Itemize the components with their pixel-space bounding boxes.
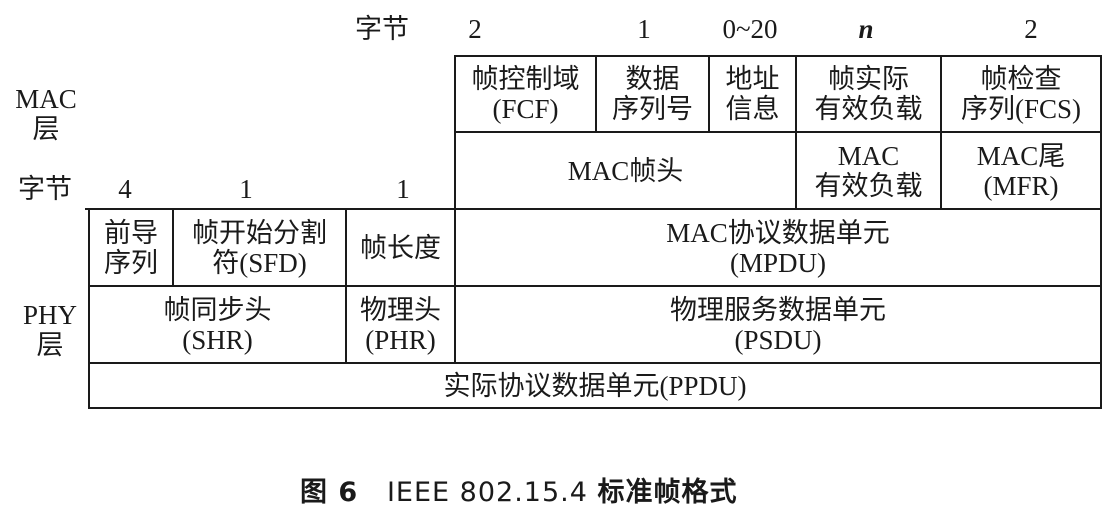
mac-field-address: 地址 信息 [708,55,797,133]
phy-field-length-label: 帧长度 [360,232,441,263]
mac-layer-label: MAC 层 [10,84,82,144]
phy-psdu-group-line2: (PSDU) [734,324,822,355]
mac-footer-group-line1: MAC尾 [976,140,1066,171]
mac-field-address-line2: 信息 [725,94,780,124]
mac-field-fcs: 帧检查 序列(FCS) [940,55,1102,133]
caption-standard: IEEE 802.15.4 [386,477,588,508]
phy-ppdu-label: 实际协议数据单元(PPDU) [443,370,747,401]
mac-field-fcf-line1: 帧控制域 [471,64,580,94]
mac-field-payload-line2: 有效负载 [814,94,923,124]
mac-field-fcf-line2: (FCF) [492,94,559,124]
phy-byte-count-preamble: 4 [118,174,132,204]
phy-byte-count-sfd: 1 [239,174,253,204]
mac-byte-count-payload: n [858,14,874,44]
mac-field-payload: 帧实际 有效负载 [795,55,942,133]
mac-byte-count-addr: 0~20 [722,14,778,44]
mac-field-payload-line1: 帧实际 [828,64,909,94]
phy-byte-count-length: 1 [396,174,410,204]
mac-payload-group-line2: 有效负载 [814,170,923,201]
phy-field-preamble-line1: 前导 [104,217,158,248]
mac-field-seq: 数据 序列号 [595,55,710,133]
phy-field-mpdu: MAC协议数据单元 (MPDU) [454,208,1102,287]
phy-layer-label: PHY 层 [14,300,86,360]
phy-field-length: 帧长度 [345,208,456,287]
caption-prefix: 图 6 [300,477,359,508]
phy-shr-group: 帧同步头 (SHR) [88,285,347,364]
mac-byte-count-seq: 1 [637,14,651,44]
phy-field-sfd-line2: 符(SFD) [212,247,307,278]
mac-byte-count-fcf: 2 [468,14,482,44]
figure-caption: 图 6 IEEE 802.15.4 标准帧格式 [300,470,738,509]
phy-psdu-group: 物理服务数据单元 (PSDU) [454,285,1102,364]
mac-byte-count-fcs: 2 [1024,14,1038,44]
phy-field-preamble-line2: 序列 [104,247,158,278]
caption-title: 标准帧格式 [597,477,738,508]
phy-ppdu: 实际协议数据单元(PPDU) [88,362,1102,409]
phy-phr-group-line1: 物理头 [360,294,441,325]
phy-layer-label-line2: 层 [36,330,64,360]
phy-phr-group: 物理头 (PHR) [345,285,456,364]
mac-header-group: MAC帧头 [454,131,797,210]
mac-layer-label-line1: MAC [15,84,77,114]
mac-field-fcs-line1: 帧检查 [980,64,1062,94]
mac-field-fcf: 帧控制域 (FCF) [454,55,597,133]
phy-shr-group-line2: (SHR) [182,324,253,355]
phy-field-preamble: 前导 序列 [88,208,174,287]
phy-shr-group-line1: 帧同步头 [163,294,272,325]
mac-bytes-label: 字节 [355,14,409,44]
phy-field-sfd: 帧开始分割 符(SFD) [172,208,347,287]
phy-phr-group-line2: (PHR) [365,324,436,355]
mac-field-fcs-line2: 序列(FCS) [960,94,1082,124]
mac-field-seq-line2: 序列号 [612,94,693,124]
mac-footer-group: MAC尾 (MFR) [940,131,1102,210]
mac-header-group-label: MAC帧头 [567,155,684,186]
mac-field-address-line1: 地址 [725,64,780,94]
phy-field-mpdu-line1: MAC协议数据单元 [666,217,890,248]
mac-footer-group-line2: (MFR) [983,170,1059,201]
phy-bytes-label: 字节 [18,174,72,204]
mac-payload-group-line1: MAC [837,140,900,171]
mac-payload-group: MAC 有效负载 [795,131,942,210]
phy-layer-label-line1: PHY [22,300,77,330]
phy-psdu-group-line1: 物理服务数据单元 [670,294,886,325]
mac-field-seq-line1: 数据 [625,64,680,94]
phy-field-sfd-line1: 帧开始分割 [192,217,327,248]
mac-layer-label-line2: 层 [32,114,60,144]
phy-field-mpdu-line2: (MPDU) [729,247,826,278]
